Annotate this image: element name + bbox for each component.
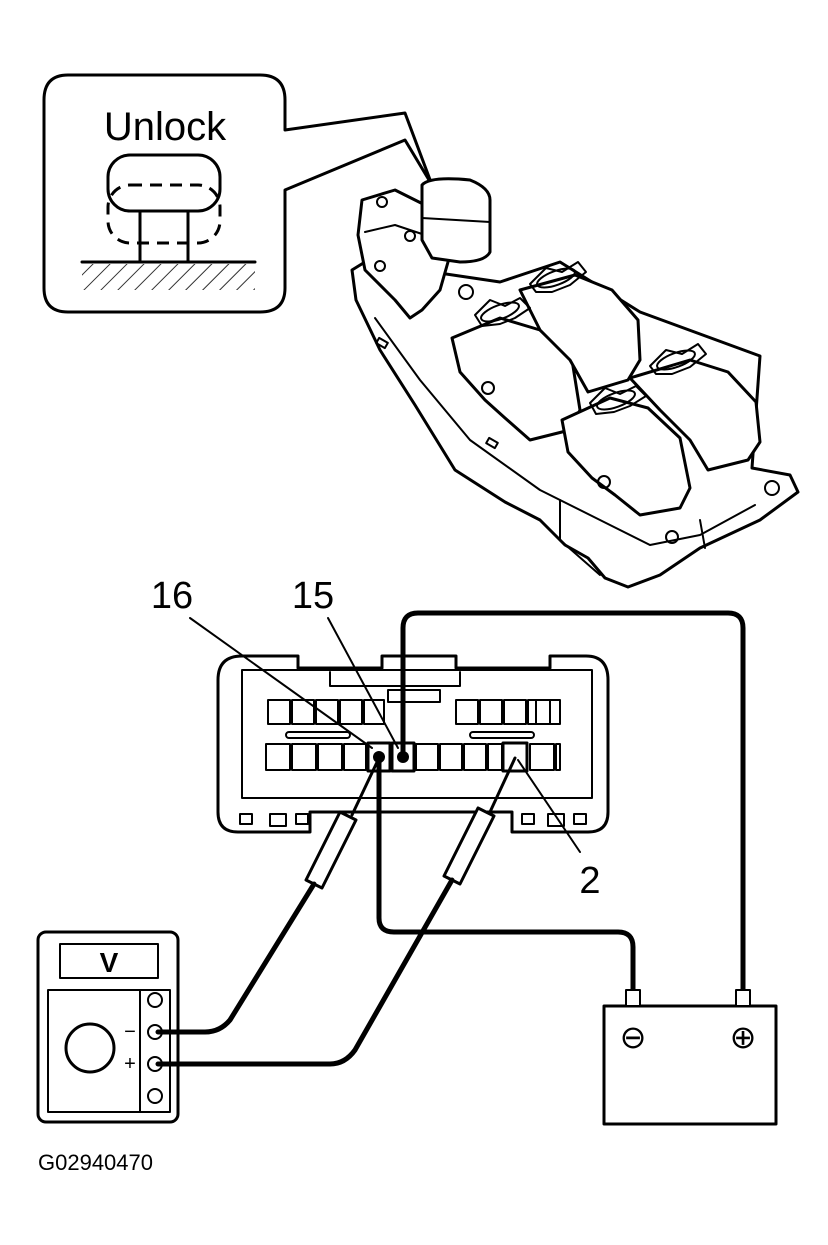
battery-positive-symbol: ⊕ (730, 1019, 757, 1055)
probe-plus (155, 756, 517, 1067)
wire-terminal-15-to-battery-positive (400, 610, 746, 993)
terminal-2-leader (517, 759, 581, 853)
terminal-2-label: 2 (579, 860, 600, 902)
voltmeter-plus-jack (147, 1056, 163, 1072)
terminal-2 (501, 741, 529, 773)
voltmeter-minus-label: − (124, 1021, 136, 1043)
terminal-15-leader (327, 617, 399, 749)
unlock-callout: Unlock (42, 73, 434, 314)
terminal-16-leader (189, 617, 373, 749)
top-cavity-row (267, 699, 561, 725)
terminal-15-label: 15 (292, 575, 334, 617)
unlock-label: Unlock (104, 105, 227, 149)
wire-terminal-16-to-battery-negative (376, 754, 636, 993)
bottom-cavity-row (265, 743, 561, 771)
battery: ⊖ ⊕ (602, 989, 778, 1126)
terminal-16-label: 16 (151, 575, 193, 617)
power-window-switch-assembly (350, 177, 800, 589)
voltmeter: V − + (36, 930, 180, 1124)
probe-minus (155, 756, 381, 1035)
voltmeter-minus-jack (147, 1024, 163, 1040)
battery-negative-symbol: ⊖ (620, 1019, 647, 1055)
voltmeter-display-label: V (100, 947, 119, 978)
voltmeter-plus-label: + (124, 1053, 136, 1075)
figure-id: G02940470 (38, 1150, 153, 1175)
